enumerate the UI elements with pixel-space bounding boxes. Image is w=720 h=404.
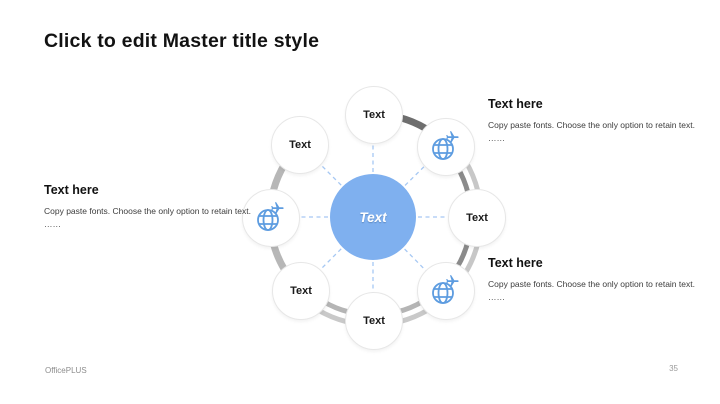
- text-block-heading: Text here: [44, 183, 99, 197]
- globe-plane-icon: [257, 202, 284, 231]
- text-block-ellipsis: ……: [488, 133, 505, 144]
- text-block-ellipsis: ……: [44, 219, 61, 230]
- text-block-right-top[interactable]: Text here Copy paste fonts. Choose the o…: [488, 97, 700, 146]
- node-circle-bottom[interactable]: Text: [345, 292, 403, 350]
- globe-plane-icon: [432, 131, 459, 160]
- page-number: 35: [669, 364, 678, 373]
- center-circle[interactable]: Text: [330, 174, 416, 260]
- node-label: Text: [289, 139, 311, 151]
- node-label: Text: [363, 315, 385, 327]
- node-label: Text: [363, 109, 385, 121]
- node-circle-top[interactable]: Text: [345, 86, 403, 144]
- text-block-body: Copy paste fonts. Choose the only option…: [488, 279, 695, 289]
- node-circle-left[interactable]: [242, 189, 300, 247]
- node-circle-bottom-right[interactable]: [417, 262, 475, 320]
- text-block-heading: Text here: [488, 97, 543, 111]
- center-label: Text: [359, 209, 387, 225]
- node-circle-right[interactable]: Text: [448, 189, 506, 247]
- node-label: Text: [290, 285, 312, 297]
- text-block-body: Copy paste fonts. Choose the only option…: [488, 120, 695, 130]
- footer-brand: OfficePLUS: [45, 366, 87, 375]
- text-block-ellipsis: ……: [488, 292, 505, 303]
- node-label: Text: [466, 212, 488, 224]
- node-circle-top-right[interactable]: [417, 118, 475, 176]
- text-block-body: Copy paste fonts. Choose the only option…: [44, 206, 251, 216]
- node-circle-top-left[interactable]: Text: [271, 116, 329, 174]
- text-block-heading: Text here: [488, 256, 543, 270]
- text-block-left[interactable]: Text here Copy paste fonts. Choose the o…: [44, 183, 256, 232]
- node-circle-bottom-left[interactable]: Text: [272, 262, 330, 320]
- text-block-right-bottom[interactable]: Text here Copy paste fonts. Choose the o…: [488, 256, 700, 305]
- slide-title[interactable]: Click to edit Master title style: [44, 30, 320, 52]
- globe-plane-icon: [432, 275, 459, 304]
